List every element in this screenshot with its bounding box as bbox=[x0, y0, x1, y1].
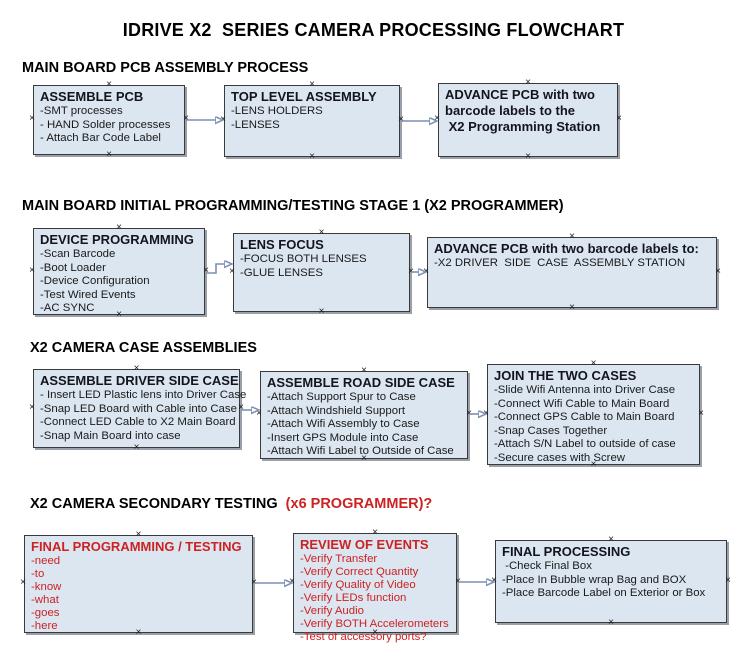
connection-point-icon: × bbox=[318, 306, 325, 317]
box-title: ASSEMBLE DRIVER SIDE CASE bbox=[40, 373, 239, 388]
connection-point-icon: × bbox=[309, 79, 315, 90]
box-body: -LENS HOLDERS -LENSES bbox=[231, 105, 323, 131]
box-body: - Insert LED Plastic lens into Driver Ca… bbox=[40, 389, 247, 442]
connection-point-icon: × bbox=[372, 527, 378, 538]
box-body: -Check Final Box -Place In Bubble wrap B… bbox=[502, 560, 706, 599]
section-heading-pcb-assembly: MAIN BOARD PCB ASSEMBLY PROCESS bbox=[22, 60, 309, 76]
flow-box-final-programming-testing[interactable]: × × × × FINAL PROGRAMMING / TESTING -nee… bbox=[20, 530, 257, 638]
connection-point-icon: × bbox=[238, 401, 244, 413]
connection-point-icon: × bbox=[590, 358, 597, 369]
connection-point-icon: × bbox=[20, 577, 26, 588]
flow-box-lens-focus[interactable]: × × × × LENS FOCUS -FOCUS BOTH LENSES -G… bbox=[229, 228, 414, 317]
box-body: -FOCUS BOTH LENSES -GLUE LENSES bbox=[240, 253, 367, 279]
flow-box-final-processing[interactable]: × × × × FINAL PROCESSING -Check Final Bo… bbox=[491, 535, 731, 628]
connection-point-icon: × bbox=[133, 442, 140, 453]
section-heading-secondary-testing: X2 CAMERA SECONDARY TESTING (x6 PROGRAMM… bbox=[30, 496, 432, 512]
connection-point-icon: × bbox=[116, 309, 122, 320]
connection-point-icon: × bbox=[29, 113, 35, 124]
connection-point-icon: × bbox=[133, 363, 140, 374]
flow-box-top-level-assembly[interactable]: × × × × TOP LEVEL ASSEMBLY -LENS HOLDERS… bbox=[220, 80, 404, 162]
connection-point-icon: × bbox=[398, 114, 404, 125]
connection-point-icon: × bbox=[698, 407, 704, 419]
connection-point-icon: × bbox=[423, 265, 429, 277]
connection-point-icon: × bbox=[491, 574, 497, 586]
box-title: ASSEMBLE ROAD SIDE CASE bbox=[267, 375, 455, 390]
flow-box-advance-pcb-driver-side[interactable]: × × × × ADVANCE PCB with two barcode lab… bbox=[423, 232, 721, 313]
connection-point-icon: × bbox=[309, 151, 315, 162]
flow-box-join-the-two-cases[interactable]: × × × × JOIN THE TWO CASES -Slide Wifi A… bbox=[483, 359, 704, 470]
connection-point-icon: × bbox=[256, 408, 262, 419]
box-body: -Scan Barcode -Boot Loader -Device Confi… bbox=[40, 248, 150, 314]
connection-point-icon: × bbox=[361, 365, 367, 376]
box-body: -Attach Support Spur to Case -Attach Win… bbox=[267, 391, 454, 457]
connection-point-icon: × bbox=[29, 264, 35, 276]
box-title: LENS FOCUS bbox=[240, 237, 324, 252]
box-title: DEVICE PROGRAMMING bbox=[40, 232, 194, 247]
connection-point-icon: × bbox=[183, 113, 189, 124]
connection-point-icon: × bbox=[434, 113, 440, 124]
box-body: -Verify Transfer -Verify Correct Quantit… bbox=[300, 553, 449, 643]
connection-point-icon: × bbox=[466, 408, 472, 419]
connection-point-icon: × bbox=[408, 265, 414, 277]
connection-point-icon: × bbox=[229, 265, 235, 277]
box-title: FINAL PROGRAMMING / TESTING bbox=[31, 539, 242, 554]
connection-point-icon: × bbox=[251, 577, 257, 588]
box-body: -X2 DRIVER SIDE CASE ASSEMBLY STATION bbox=[434, 257, 686, 269]
box-title: FINAL PROCESSING bbox=[502, 544, 631, 559]
connection-point-icon: × bbox=[116, 222, 122, 233]
connection-point-icon: × bbox=[590, 459, 597, 470]
box-title: TOP LEVEL ASSEMBLY bbox=[231, 89, 377, 104]
connection-point-icon: × bbox=[525, 77, 531, 88]
section-heading-black-part: X2 CAMERA SECONDARY TESTING bbox=[30, 496, 286, 512]
connection-point-icon: × bbox=[220, 114, 226, 125]
flow-box-assemble-road-side-case[interactable]: × × × × ASSEMBLE ROAD SIDE CASE -Attach … bbox=[256, 366, 472, 464]
connection-point-icon: × bbox=[725, 574, 731, 586]
flow-box-advance-pcb-programming-station[interactable]: × × × × ADVANCE PCB with two barcode lab… bbox=[434, 78, 622, 162]
flow-box-device-programming[interactable]: × × × × DEVICE PROGRAMMING -Scan Barcode… bbox=[29, 223, 209, 320]
connection-point-icon: × bbox=[616, 113, 622, 124]
section-heading-case-assemblies: X2 CAMERA CASE ASSEMBLIES bbox=[30, 340, 257, 356]
page-title: IDRIVE X2 SERIES CAMERA PROCESSING FLOWC… bbox=[122, 20, 625, 40]
connection-point-icon: × bbox=[372, 627, 378, 638]
connection-point-icon: × bbox=[569, 231, 575, 242]
connection-point-icon: × bbox=[608, 617, 614, 628]
connection-point-icon: × bbox=[289, 576, 295, 587]
connection-point-icon: × bbox=[135, 627, 142, 638]
flow-box-review-of-events[interactable]: × × × × REVIEW OF EVENTS -Verify Transfe… bbox=[289, 528, 461, 644]
box-body: -Slide Wifi Antenna into Driver Case -Co… bbox=[494, 384, 676, 464]
box-title: ASSEMBLE PCB bbox=[40, 89, 144, 104]
connection-point-icon: × bbox=[106, 79, 112, 90]
section-heading-red-part: (x6 PROGRAMMER)? bbox=[285, 496, 433, 512]
connection-point-icon: × bbox=[106, 149, 112, 160]
box-title: ADVANCE PCB with two barcode labels to t… bbox=[445, 87, 601, 134]
flow-box-assemble-driver-side-case[interactable]: × × × × ASSEMBLE DRIVER SIDE CASE - Inse… bbox=[29, 364, 247, 453]
box-title: REVIEW OF EVENTS bbox=[300, 537, 429, 552]
connection-point-icon: × bbox=[483, 407, 489, 419]
connection-point-icon: × bbox=[608, 534, 614, 545]
flow-box-assemble-pcb[interactable]: × × × × ASSEMBLE PCB -SMT processes - HA… bbox=[29, 80, 189, 160]
section-heading-initial-programming: MAIN BOARD INITIAL PROGRAMMING/TESTING S… bbox=[22, 198, 564, 214]
box-body: -need -to -know -what -goes -here bbox=[31, 555, 62, 632]
box-title: ADVANCE PCB with two barcode labels to: bbox=[434, 241, 699, 256]
connection-point-icon: × bbox=[203, 264, 209, 276]
connection-point-icon: × bbox=[455, 576, 461, 587]
connection-point-icon: × bbox=[29, 401, 35, 413]
box-title: JOIN THE TWO CASES bbox=[494, 368, 637, 383]
connection-point-icon: × bbox=[569, 302, 575, 313]
box-body: -SMT processes - HAND Solder processes -… bbox=[40, 105, 171, 144]
connection-point-icon: × bbox=[318, 227, 325, 238]
connection-point-icon: × bbox=[715, 265, 721, 277]
connection-point-icon: × bbox=[361, 453, 367, 464]
connection-point-icon: × bbox=[135, 529, 142, 540]
connection-point-icon: × bbox=[525, 151, 531, 162]
